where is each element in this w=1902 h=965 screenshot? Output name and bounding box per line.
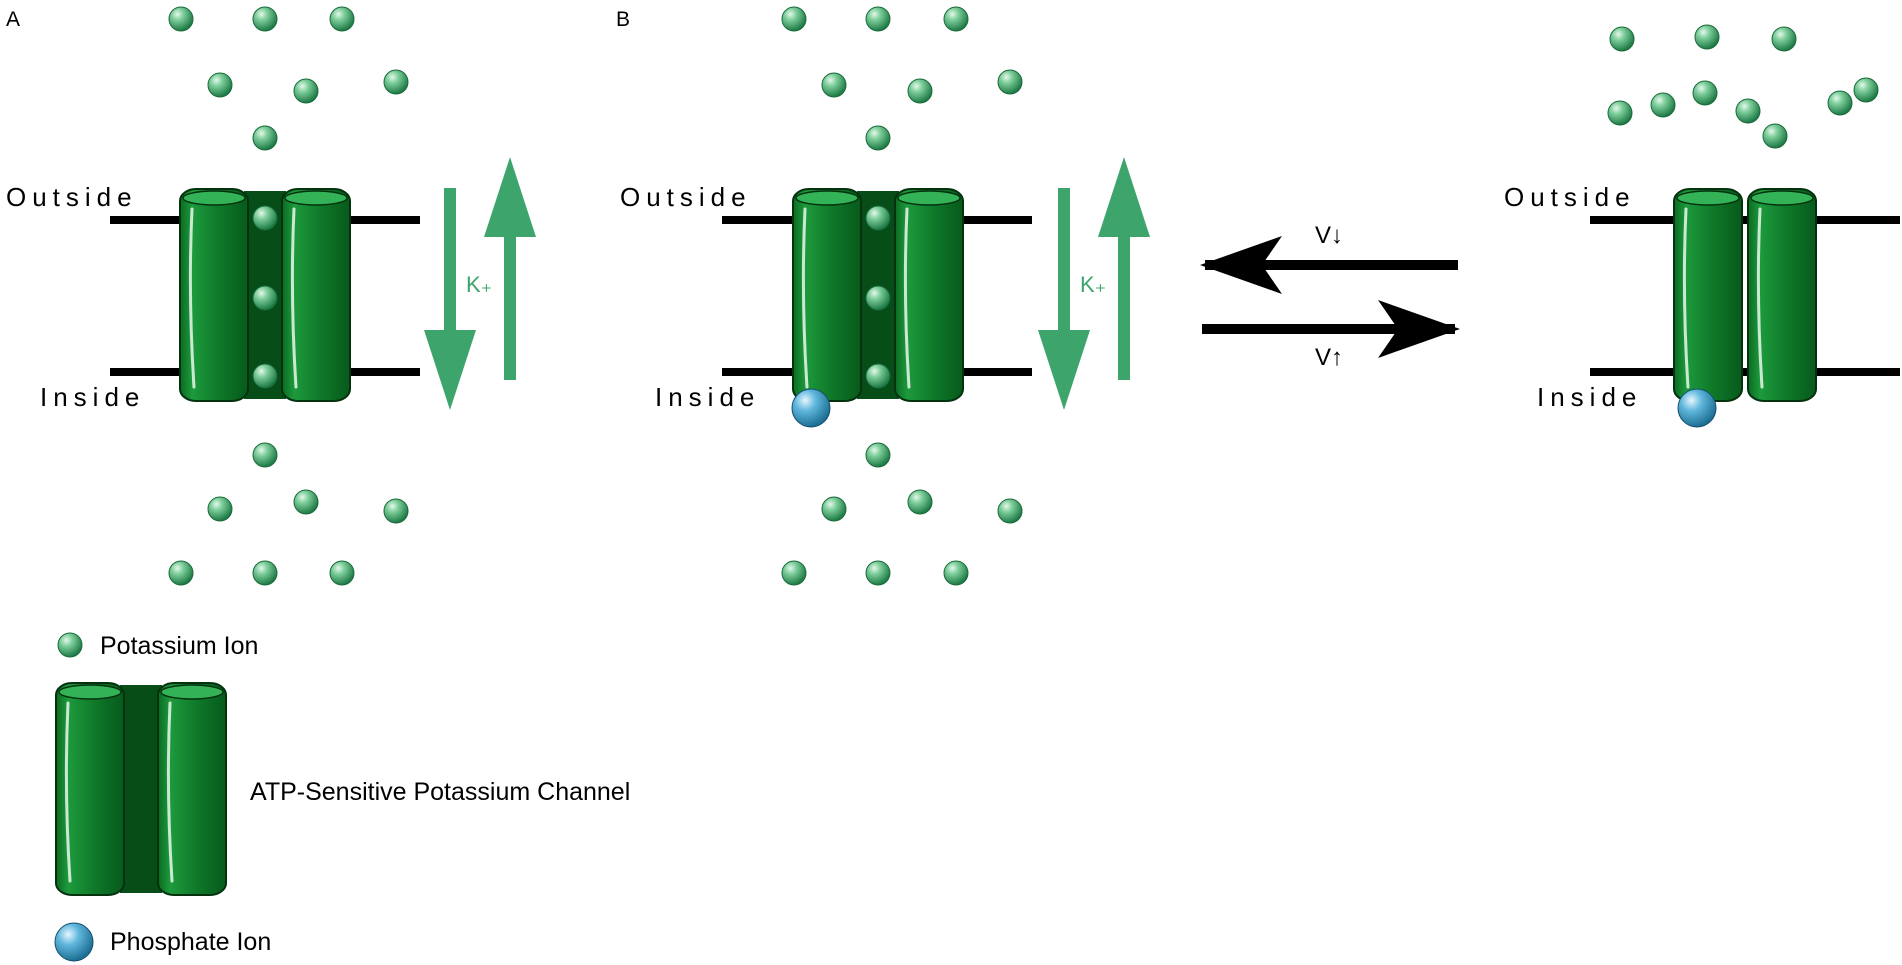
panel-b-influx-arrow xyxy=(1038,188,1090,410)
panel-c-outside-label: Outside xyxy=(1504,182,1636,212)
panel-c-channel-icon xyxy=(1673,188,1817,402)
legend: Potassium Ion ATP-Sensitive Potassium Ch… xyxy=(54,632,630,962)
potassium-ion xyxy=(997,498,1023,524)
potassium-ion xyxy=(252,442,278,468)
potassium-ion xyxy=(293,489,319,515)
potassium-ion xyxy=(329,560,355,586)
potassium-ions xyxy=(168,6,1879,586)
equilibrium-arrows: V↓ V↑ xyxy=(1200,222,1460,371)
legend-potassium-label: Potassium Ion xyxy=(100,632,258,660)
forward-arrowhead xyxy=(1378,300,1460,358)
legend-channel-icon xyxy=(55,682,227,896)
potassium-ion xyxy=(865,285,891,311)
panel-a-inside-label: Inside xyxy=(40,382,145,412)
potassium-ion xyxy=(865,560,891,586)
potassium-ion xyxy=(997,69,1023,95)
reverse-arrowhead xyxy=(1200,236,1282,294)
potassium-ion xyxy=(865,442,891,468)
legend-channel-label: ATP-Sensitive Potassium Channel xyxy=(250,778,630,806)
legend-potassium-icon xyxy=(57,632,83,658)
channel-right-subunit xyxy=(894,188,964,402)
legend-phosphate-label: Phosphate Ion xyxy=(110,928,271,956)
membranes xyxy=(110,216,1900,376)
potassium-ion xyxy=(781,560,807,586)
potassium-ion xyxy=(1694,24,1720,50)
panel-b-flux: K₊ xyxy=(1038,157,1150,410)
panel-b-inside-label: Inside xyxy=(655,382,760,412)
channel-right-subunit xyxy=(281,188,351,402)
panel-b-flux-label: K₊ xyxy=(1080,272,1106,297)
potassium-ion xyxy=(252,125,278,151)
channel-left-subunit xyxy=(179,188,249,402)
potassium-ion xyxy=(329,6,355,32)
potassium-ion xyxy=(252,6,278,32)
potassium-ion xyxy=(383,498,409,524)
forward-rate-label: V↑ xyxy=(1315,344,1343,371)
potassium-ion xyxy=(865,205,891,231)
potassium-ion xyxy=(293,78,319,104)
potassium-ion xyxy=(1853,77,1879,103)
panel-a-flux-label: K₊ xyxy=(466,272,492,297)
potassium-ion xyxy=(1771,26,1797,52)
panel-b-efflux-arrow xyxy=(1098,157,1150,380)
potassium-ion xyxy=(1762,123,1788,149)
potassium-ion xyxy=(821,72,847,98)
potassium-ion xyxy=(1692,80,1718,106)
channel-left-subunit xyxy=(792,188,862,402)
potassium-ion xyxy=(252,285,278,311)
potassium-ion xyxy=(168,6,194,32)
potassium-ion xyxy=(865,363,891,389)
reverse-rate-label: V↓ xyxy=(1315,222,1343,249)
legend-phosphate-icon xyxy=(54,922,94,962)
potassium-ion xyxy=(781,6,807,32)
channel-pore xyxy=(120,685,162,893)
panel-a-efflux-arrow xyxy=(484,157,536,380)
potassium-ion xyxy=(383,69,409,95)
potassium-ion xyxy=(1607,100,1633,126)
panel-a-influx-arrow xyxy=(424,188,476,410)
panel-b-outside-label: Outside xyxy=(620,182,752,212)
channel-right-subunit xyxy=(157,682,227,896)
potassium-ion xyxy=(1609,26,1635,52)
panel-c-phosphate-ion xyxy=(1677,388,1717,428)
potassium-ion xyxy=(252,205,278,231)
potassium-ion xyxy=(252,560,278,586)
panel-b-phosphate-ion xyxy=(791,388,831,428)
channel-right-subunit xyxy=(1747,188,1817,402)
potassium-ion xyxy=(821,496,847,522)
panel-a-flux: K₊ xyxy=(424,157,536,410)
potassium-ion xyxy=(1735,98,1761,124)
potassium-ion xyxy=(207,496,233,522)
potassium-ion xyxy=(252,363,278,389)
potassium-ion xyxy=(168,560,194,586)
panel-a-outside-label: Outside xyxy=(6,182,138,212)
potassium-ion xyxy=(1827,90,1853,116)
potassium-ion xyxy=(1650,92,1676,118)
panel-c-inside-label: Inside xyxy=(1537,382,1642,412)
potassium-ion xyxy=(907,489,933,515)
channel-left-subunit xyxy=(55,682,125,896)
potassium-ion xyxy=(943,6,969,32)
potassium-ion xyxy=(907,78,933,104)
potassium-ion xyxy=(207,72,233,98)
potassium-ion xyxy=(865,125,891,151)
panel-a-channel-icon xyxy=(179,188,351,402)
potassium-ion xyxy=(865,6,891,32)
panel-a-letter: A xyxy=(6,8,20,31)
panel-b-letter: B xyxy=(616,8,630,31)
channel-left-subunit xyxy=(1673,188,1743,402)
potassium-ion xyxy=(943,560,969,586)
